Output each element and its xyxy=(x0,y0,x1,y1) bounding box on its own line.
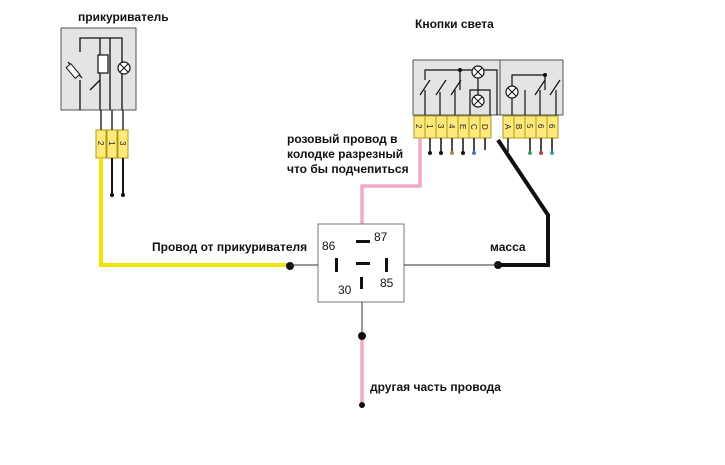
relay-pin-85 xyxy=(385,258,388,272)
relay: 86 87 30 85 xyxy=(290,223,498,336)
buttons-title: Кнопки света xyxy=(415,17,494,31)
btn-pin: 6 xyxy=(536,124,545,129)
pink-note-2: колодке разрезный xyxy=(287,147,403,161)
lighter-connector: 2 1 3 xyxy=(95,129,129,159)
ground-label: масса xyxy=(490,240,526,254)
btn-pin: 2 xyxy=(414,124,423,129)
fuse-icon xyxy=(65,63,81,79)
btn-pin: D xyxy=(480,124,489,130)
lighter-pin-1: 2 xyxy=(96,141,105,146)
relay-pin-30 xyxy=(360,277,363,289)
yellow-wire xyxy=(99,158,290,267)
lighter-wire-label: Провод от прикуривателя xyxy=(152,240,307,254)
relay-label-87: 87 xyxy=(374,230,388,244)
lighter-switch-box xyxy=(60,27,137,111)
pink-note-1: розовый провод в xyxy=(287,132,397,146)
btn-pin: 3 xyxy=(436,124,445,129)
wire-joint-86 xyxy=(286,262,294,270)
pink-wire-87 xyxy=(360,138,422,234)
relay-pin-87 xyxy=(356,240,370,243)
relay-label-30: 30 xyxy=(338,283,352,297)
relay-label-85: 85 xyxy=(380,276,394,290)
btn-pin: 5 xyxy=(525,124,534,129)
light-buttons-box xyxy=(412,59,564,116)
btn-pin: C xyxy=(469,124,478,130)
pink-note-3: что бы подчепиться xyxy=(287,162,409,176)
lighter-title: прикуриватель xyxy=(78,10,169,24)
btn-pin: E xyxy=(458,124,467,129)
lighter-pin-3: 3 xyxy=(118,141,127,146)
relay-label-86: 86 xyxy=(322,239,336,253)
buttons-connector: 2 1 3 4 E C D A B 5 6 6 xyxy=(413,115,559,139)
wire-joint-30 xyxy=(358,332,366,340)
other-part-label: другая часть провода xyxy=(370,380,501,394)
btn-pin: B xyxy=(514,124,523,129)
btn-pin: 4 xyxy=(447,124,456,129)
btn-pin: A xyxy=(503,124,512,130)
btn-pin: 1 xyxy=(425,124,434,129)
relay-pin-86 xyxy=(335,258,338,272)
resistor-icon xyxy=(97,54,109,74)
ground-wire xyxy=(496,138,550,267)
btn-pin: 6 xyxy=(547,124,556,129)
lighter-pin-2: 1 xyxy=(107,141,116,146)
